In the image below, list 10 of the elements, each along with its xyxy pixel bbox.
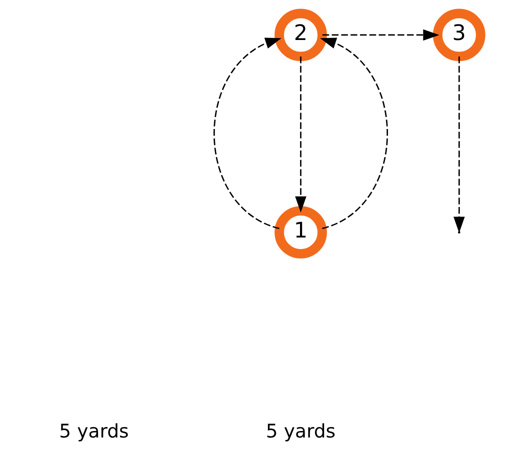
label: 5 yards — [58, 421, 128, 442]
arrow — [213, 38, 281, 230]
arrow — [320, 38, 388, 230]
node-circle: 2 — [274, 8, 326, 62]
arrow — [322, 29, 439, 41]
node-circle: 1 — [274, 206, 326, 258]
node-circle: 3 — [432, 8, 485, 62]
label: 5 yards — [265, 421, 336, 442]
arrow — [453, 56, 464, 233]
arrow — [294, 56, 306, 213]
